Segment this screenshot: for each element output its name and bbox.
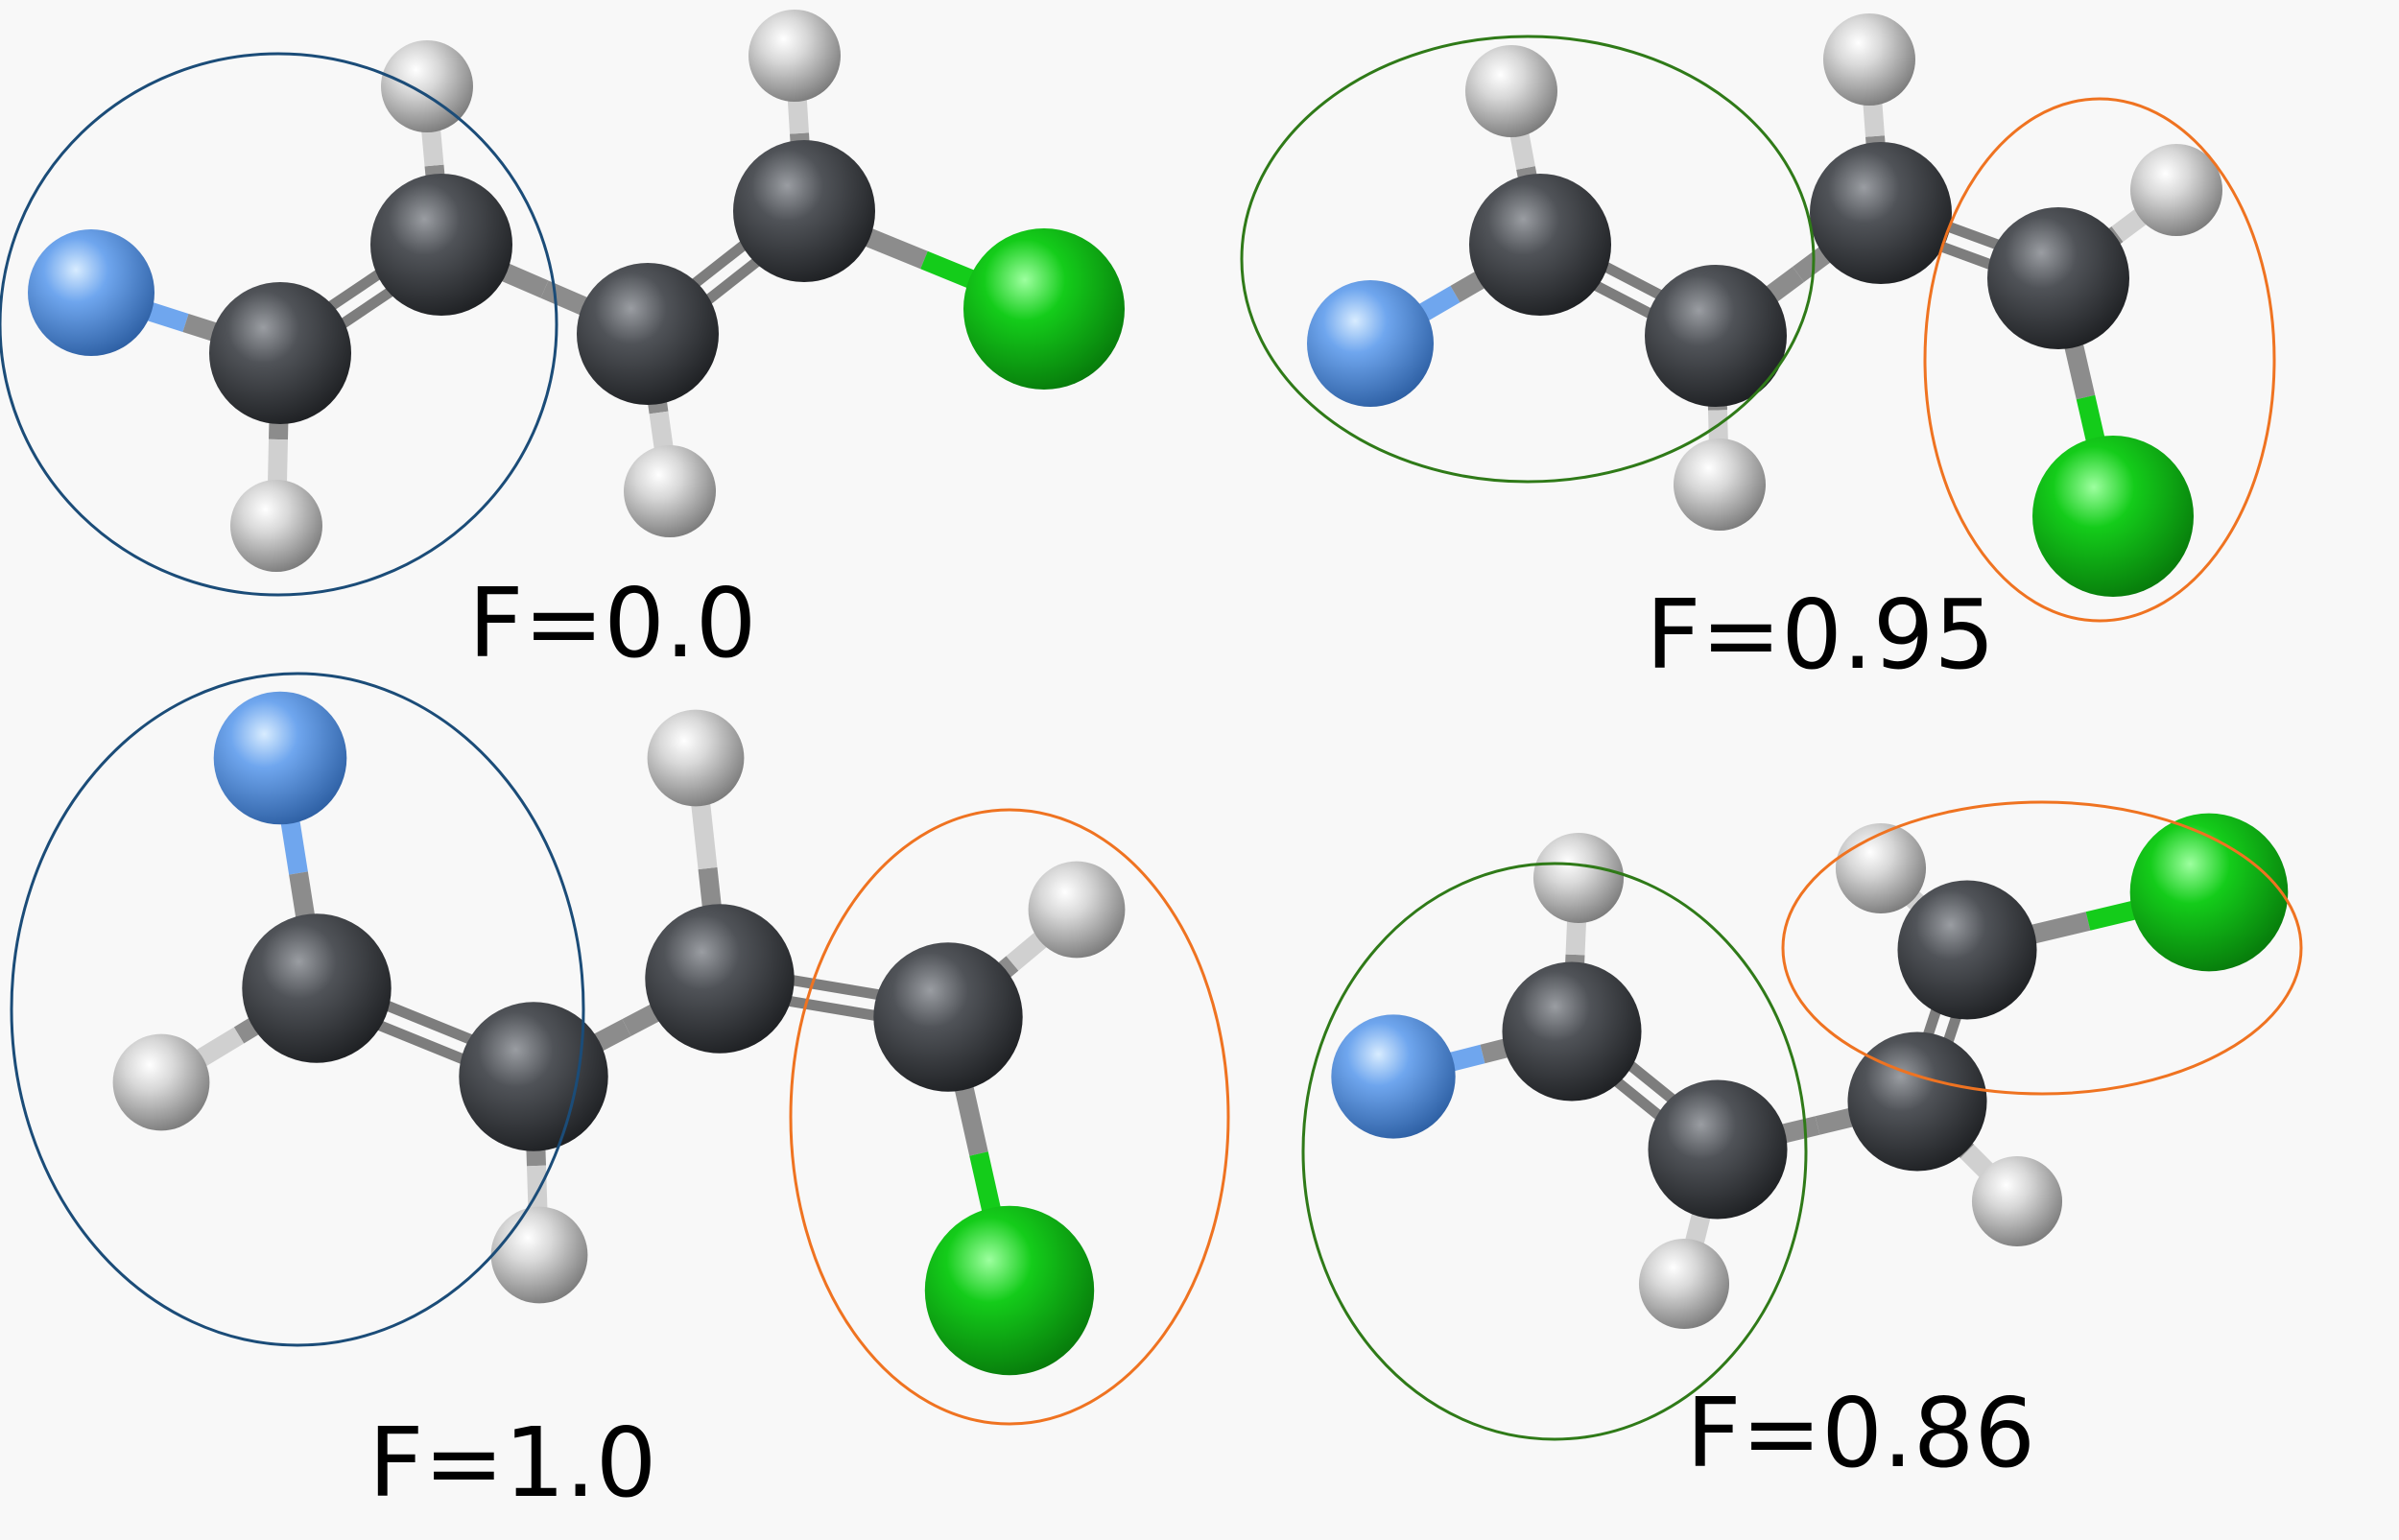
atom-n-n1 (1307, 280, 1434, 407)
atom-cl-cl1 (2032, 436, 2194, 597)
label-f-0-0: F=0.0 (468, 567, 757, 679)
atom-cl-cl1 (924, 1205, 1095, 1376)
atom-h-h2 (381, 40, 473, 132)
panel-f-0-86 (1301, 800, 2303, 1441)
atom-h-h1 (230, 480, 322, 572)
atom-h-h4 (748, 10, 841, 102)
atom-n-n1 (213, 691, 347, 825)
atom-c-c1 (1502, 961, 1642, 1102)
atom-c-c4 (1897, 880, 2037, 1020)
atom-h-h4 (2130, 144, 2222, 236)
atom-h-h1 (112, 1033, 210, 1131)
atom-c-c3 (1810, 142, 1952, 284)
panel-f-0-95 (1240, 13, 2276, 623)
atom-h-h2 (1638, 1238, 1730, 1330)
atom-c-c1 (1469, 174, 1611, 316)
atom-c-c1 (242, 913, 392, 1063)
group-outline-orange (1781, 800, 2303, 1096)
atom-c-c3 (577, 263, 719, 405)
atom-h-h1 (1465, 45, 1557, 137)
group-outline-orange (1923, 97, 2276, 623)
atom-c-c4 (733, 140, 875, 282)
group-outline-blue (0, 52, 558, 597)
atom-n-n1 (28, 229, 154, 356)
atom-h-h1 (1532, 832, 1625, 924)
atom-c-c4 (873, 942, 1023, 1092)
atom-h-h4 (1835, 822, 1927, 914)
atom-h-h2 (490, 1206, 588, 1304)
panel-f-1-0 (10, 672, 1230, 1426)
atom-h-h4 (1028, 861, 1126, 959)
atom-h-h3 (647, 709, 745, 807)
atom-cl-cl1 (2129, 813, 2289, 972)
atom-h-h3 (624, 445, 716, 537)
label-f-0-95: F=0.95 (1646, 579, 1995, 691)
atom-c-c2 (459, 1002, 608, 1151)
atom-c-c3 (1847, 1031, 1987, 1172)
atom-c-c2 (1645, 265, 1787, 407)
label-f-1-0: F=1.0 (368, 1407, 657, 1519)
atom-c-c2 (370, 174, 512, 316)
atom-h-h3 (1971, 1155, 2063, 1247)
group-outline-green (1301, 862, 1808, 1441)
group-outline-green (1240, 35, 1816, 484)
atom-h-h2 (1674, 438, 1766, 531)
atom-c-c3 (645, 904, 795, 1054)
group-outline-orange (789, 808, 1230, 1426)
atom-n-n1 (1331, 1014, 1456, 1139)
atom-c-c2 (1648, 1079, 1788, 1220)
atom-c-c4 (1987, 207, 2129, 349)
atom-cl-cl1 (963, 228, 1125, 390)
atom-c-c1 (209, 282, 351, 424)
group-outline-blue (10, 672, 585, 1347)
panel-f-0-0 (0, 10, 1125, 597)
atom-h-h3 (1823, 13, 1915, 106)
label-f-0-86: F=0.86 (1686, 1377, 2035, 1489)
